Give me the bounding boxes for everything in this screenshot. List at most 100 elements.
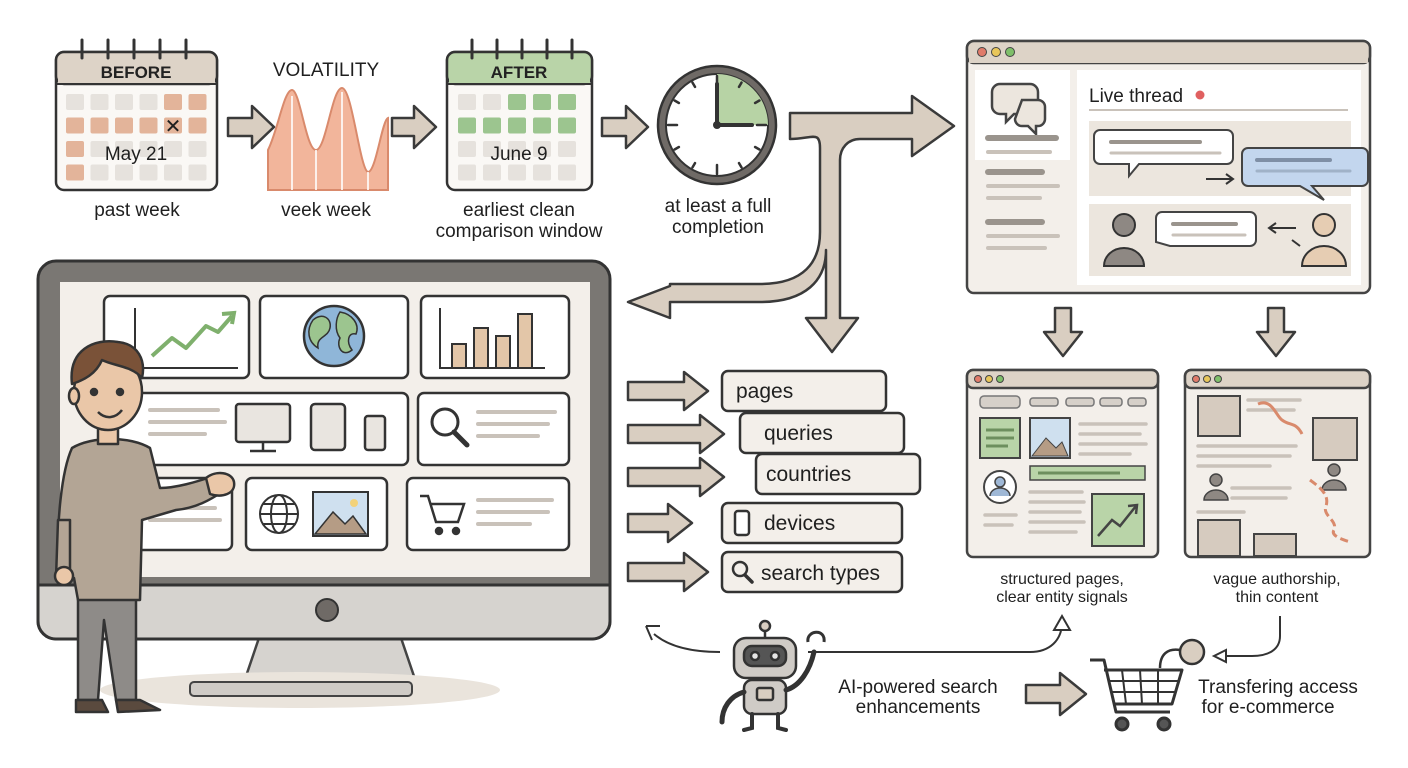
structured-page-window (965, 368, 1160, 559)
ai-caption-2: enhancements (856, 697, 981, 718)
phone-icon (733, 509, 751, 537)
calendar-day-cell (188, 141, 207, 157)
after-caption-2: comparison window (436, 221, 603, 242)
globe-icon (302, 304, 366, 368)
down-arrow (1255, 306, 1297, 358)
presenter-person (53, 340, 236, 714)
wireframe-globe-icon (259, 494, 299, 534)
calendar-day-cell (558, 117, 576, 134)
search-icon (731, 560, 754, 584)
calendar-day-cell (139, 164, 158, 181)
calendar-day-cell (508, 164, 526, 181)
calendar-day-cell (115, 117, 133, 134)
flow-arrow (390, 104, 438, 150)
calendar-day-cell (164, 164, 182, 181)
clock-caption-1: at least a full (665, 196, 772, 217)
dimension-arrow (626, 502, 694, 544)
calendar-day-cell (164, 94, 182, 110)
x-mark-icon: ✕ (165, 116, 182, 138)
calendar-day-cell (483, 164, 501, 181)
quality-good-1: structured pages, (1000, 571, 1124, 588)
dimension-pages: pages (736, 380, 793, 403)
flow-arrow (226, 104, 276, 150)
flow-arrow (1024, 671, 1088, 717)
calendar-day-cell (558, 141, 576, 157)
calendar-day-cell (508, 94, 526, 110)
after-date: June 9 (490, 144, 547, 165)
ai-caption-1: AI-powered search (838, 677, 997, 698)
calendar-day-cell (115, 94, 133, 110)
calendar-day-cell (90, 94, 109, 110)
calendar-day-cell (483, 141, 501, 157)
bar-chart-icon (439, 308, 545, 369)
clock-tick (753, 99, 761, 105)
robot-icon (719, 619, 826, 732)
clock-tick (673, 145, 681, 151)
dimension-queries: queries (764, 422, 833, 445)
cart-icon (420, 494, 466, 536)
dimension-arrow (626, 370, 710, 412)
pill-countries (754, 452, 922, 496)
dimension-arrow (626, 456, 726, 498)
clock-tick (691, 161, 697, 169)
clock-tick (691, 81, 697, 89)
flow-arrow (600, 104, 650, 150)
chat-bubbles-icon (990, 82, 1047, 138)
calendar-day-cell (458, 141, 476, 157)
after-caption-1: earliest clean (463, 200, 575, 221)
volatility-title: VOLATILITY (273, 60, 380, 81)
person-icon-left (1102, 213, 1146, 267)
calendar-day-cell (458, 94, 476, 110)
live-thread-title: Live thread (1089, 86, 1183, 107)
magnifier-icon (430, 407, 470, 448)
clock-icon (656, 64, 778, 186)
calendar-day-cell (533, 141, 551, 157)
clock-tick (673, 99, 681, 105)
calendar-day-cell (533, 117, 551, 134)
volatility-graph (267, 86, 389, 191)
calendar-day-cell (139, 141, 158, 157)
before-date: May 21 (105, 144, 167, 165)
dimension-arrow (626, 413, 726, 455)
calendar-day-cell (533, 164, 551, 181)
calendar-day-cell (115, 164, 133, 181)
connector-lines (645, 613, 1281, 664)
hand-coin-icon (1158, 638, 1206, 669)
calendar-day-cell (139, 94, 158, 110)
calendar-day-cell (66, 141, 84, 157)
calendar-day-cell (139, 117, 158, 134)
calendar-day-cell (188, 164, 207, 181)
quality-good-2: clear entity signals (996, 589, 1128, 606)
dimension-search-types: search types (761, 562, 880, 585)
after-calendar: AFTER June 9 (445, 38, 594, 192)
calendar-day-cell (90, 117, 109, 134)
calendar-day-cell (558, 164, 576, 181)
devices-icon (234, 402, 387, 453)
calendar-day-cell (164, 141, 182, 157)
dimension-countries: countries (766, 463, 851, 486)
clock-caption-2: completion (672, 217, 764, 238)
clock-tick (737, 161, 743, 169)
after-header: AFTER (491, 63, 548, 82)
calendar-day-cell (508, 117, 526, 134)
before-caption: past week (94, 200, 180, 221)
calendar-day-cell (164, 117, 182, 134)
calendar-day-cell (115, 141, 133, 157)
thin-content-window (1183, 368, 1372, 559)
image-icon (312, 491, 369, 537)
ecommerce-caption-2: for e-commerce (1201, 697, 1334, 718)
calendar-day-cell (533, 94, 551, 110)
reply-bubble (1155, 211, 1257, 247)
calendar-day-cell (458, 117, 476, 134)
pill-devices (720, 501, 904, 545)
calendar-day-cell (66, 164, 84, 181)
quality-bad-1: vague authorship, (1213, 571, 1340, 588)
ecommerce-caption-1: Transfering access (1198, 677, 1358, 698)
live-thread-window: Live thread (965, 39, 1372, 295)
branch-arrow (626, 94, 956, 354)
pill-search-types (720, 550, 904, 594)
calendar-day-cell (66, 117, 84, 134)
clock-tick (753, 145, 761, 151)
before-header: BEFORE (101, 63, 172, 82)
